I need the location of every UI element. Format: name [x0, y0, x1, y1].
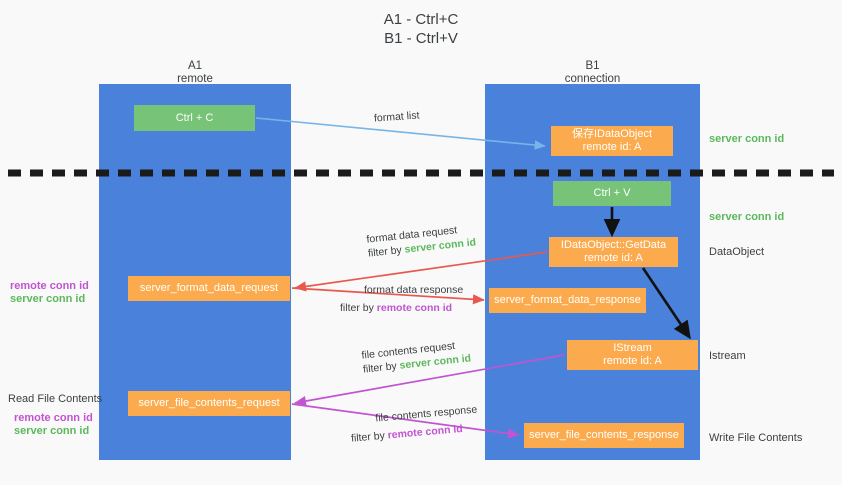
edge-label-file-contents-response-text: file contents response	[374, 403, 478, 425]
box-istream[interactable]: IStream remote id: A	[567, 340, 698, 370]
edge-label-format-data-request: format data request filter by server con…	[366, 222, 477, 259]
lane-b1-sub: connection	[564, 73, 621, 85]
box-save-idataobject-line2: remote id: A	[582, 141, 642, 153]
title-line-1: A1 - Ctrl+C	[383, 11, 459, 28]
box-ctrl-c[interactable]: Ctrl + C	[134, 105, 255, 131]
left-label-server-conn-lower: server conn id	[14, 425, 90, 437]
box-istream-line1: IStream	[613, 342, 652, 354]
box-format-data-response-label: server_format_data_response	[494, 294, 641, 306]
box-ctrl-v-label: Ctrl + V	[593, 187, 631, 199]
filter-prefix-1: filter by	[367, 243, 406, 260]
box-server-file-contents-request[interactable]: server_file_contents_request	[128, 391, 290, 416]
box-getdata-line1: IDataObject::GetData	[560, 239, 667, 251]
left-label-remote-conn-lower: remote conn id	[14, 412, 93, 424]
box-format-data-request-label: server_format_data_request	[139, 282, 279, 294]
right-label-server-conn-mid: server conn id	[709, 211, 785, 223]
box-ctrl-c-label: Ctrl + C	[175, 111, 214, 124]
edge-label-file-contents-response-filter: filter by remote conn id	[351, 422, 480, 445]
lane-a1-sub: remote	[177, 73, 213, 85]
box-file-contents-request-label: server_file_contents_request	[138, 397, 280, 409]
box-server-format-data-request[interactable]: server_format_data_request	[128, 276, 290, 301]
right-label-dataobject: DataObject	[709, 246, 765, 258]
box-istream-line2: remote id: A	[603, 355, 662, 367]
box-save-idataobject-line1: 保存IDataObject	[571, 128, 653, 140]
lane-header-b1: B1 connection	[485, 60, 700, 86]
box-ctrl-v[interactable]: Ctrl + V	[553, 181, 671, 206]
box-save-idataobject[interactable]: 保存IDataObject remote id: A	[551, 126, 673, 156]
edge-label-format-list: format list	[374, 109, 420, 124]
edge-label-file-contents-request: file contents request filter by server c…	[361, 338, 472, 376]
box-server-format-data-response[interactable]: server_format_data_response	[489, 288, 646, 313]
page-title: A1 - Ctrl+C B1 - Ctrl+V	[0, 10, 842, 48]
edge-label-format-list-text: format list	[373, 109, 420, 125]
right-label-istream: Istream	[709, 350, 746, 362]
filter-prefix-2: filter by	[340, 302, 377, 314]
filter-key-remote-conn-2: remote conn id	[387, 422, 464, 442]
edge-label-format-data-response: format data response filter by remote co…	[340, 284, 464, 314]
box-file-contents-response-label: server_file_contents_response	[529, 429, 679, 441]
edge-label-file-contents-response: file contents response filter by remote …	[351, 403, 479, 445]
filter-key-remote-conn-1: remote conn id	[376, 302, 453, 314]
filter-prefix-4: filter by	[350, 429, 389, 445]
right-label-write-file-contents: Write File Contents	[709, 432, 803, 444]
edge-label-format-data-response-filter: filter by remote conn id	[340, 302, 463, 314]
left-label-server-conn-upper: server conn id	[10, 293, 86, 305]
lane-b1-name: B1	[585, 60, 600, 72]
right-label-server-conn-top: server conn id	[709, 133, 785, 145]
box-getdata-line2: remote id: A	[584, 252, 643, 264]
lane-header-a1: A1 remote	[99, 60, 291, 86]
title-line-2: B1 - Ctrl+V	[384, 30, 458, 47]
box-server-file-contents-response[interactable]: server_file_contents_response	[524, 423, 684, 448]
box-idataobject-getdata[interactable]: IDataObject::GetData remote id: A	[549, 237, 678, 267]
lane-a1-name: A1	[187, 60, 203, 72]
left-label-read-file-contents: Read File Contents	[8, 393, 103, 405]
left-label-remote-conn-upper: remote conn id	[10, 280, 89, 292]
edge-label-format-data-response-text: format data response	[364, 284, 464, 296]
filter-prefix-3: filter by	[362, 359, 401, 376]
